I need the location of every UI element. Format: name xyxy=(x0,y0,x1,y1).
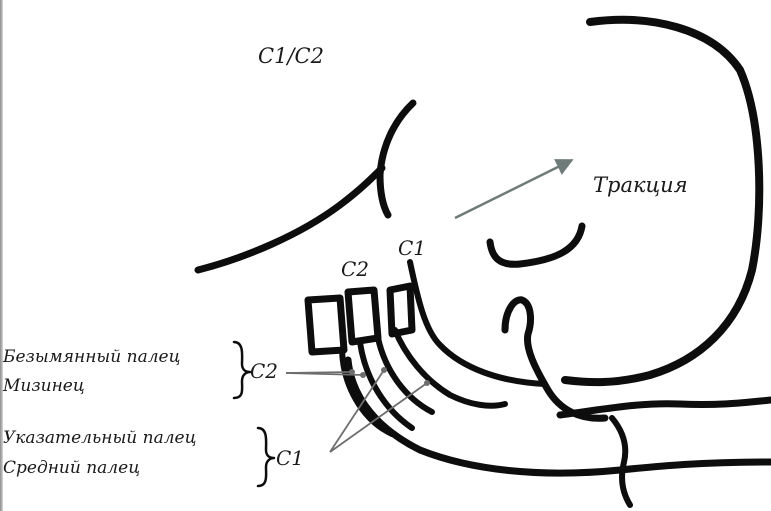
vertebra-lower-block xyxy=(308,298,344,352)
vertebra-c2-label: C2 xyxy=(341,257,369,281)
forearm-top xyxy=(560,400,771,415)
ear-hook xyxy=(490,226,582,264)
diagram-title: C1/C2 xyxy=(258,44,324,68)
occipital-process xyxy=(380,103,413,215)
finger-label-index: Указательный палец xyxy=(3,428,196,448)
traction-arrow xyxy=(455,160,572,218)
brace-c2 xyxy=(234,342,250,398)
finger-label-ring: Безымянный палец xyxy=(2,347,180,367)
thumb xyxy=(505,300,605,418)
brace-c1 xyxy=(258,428,274,486)
head-outline xyxy=(565,20,759,382)
pointer-line-c1-a xyxy=(330,370,384,452)
forearm-fold xyxy=(612,418,630,505)
group-c2-label: C2 xyxy=(250,359,278,383)
vertebra-c1-block xyxy=(390,286,412,334)
neck-front-line xyxy=(410,262,545,384)
skull-base-line xyxy=(198,168,382,270)
finger-label-little: Мизинец xyxy=(2,376,85,396)
vertebra-c1-label: C1 xyxy=(398,236,426,260)
group-c1-label: C1 xyxy=(276,446,304,470)
traction-label: Тракция xyxy=(593,173,688,197)
vertebra-c2-block xyxy=(348,290,378,342)
finger-label-middle: Средний палец xyxy=(3,458,140,478)
